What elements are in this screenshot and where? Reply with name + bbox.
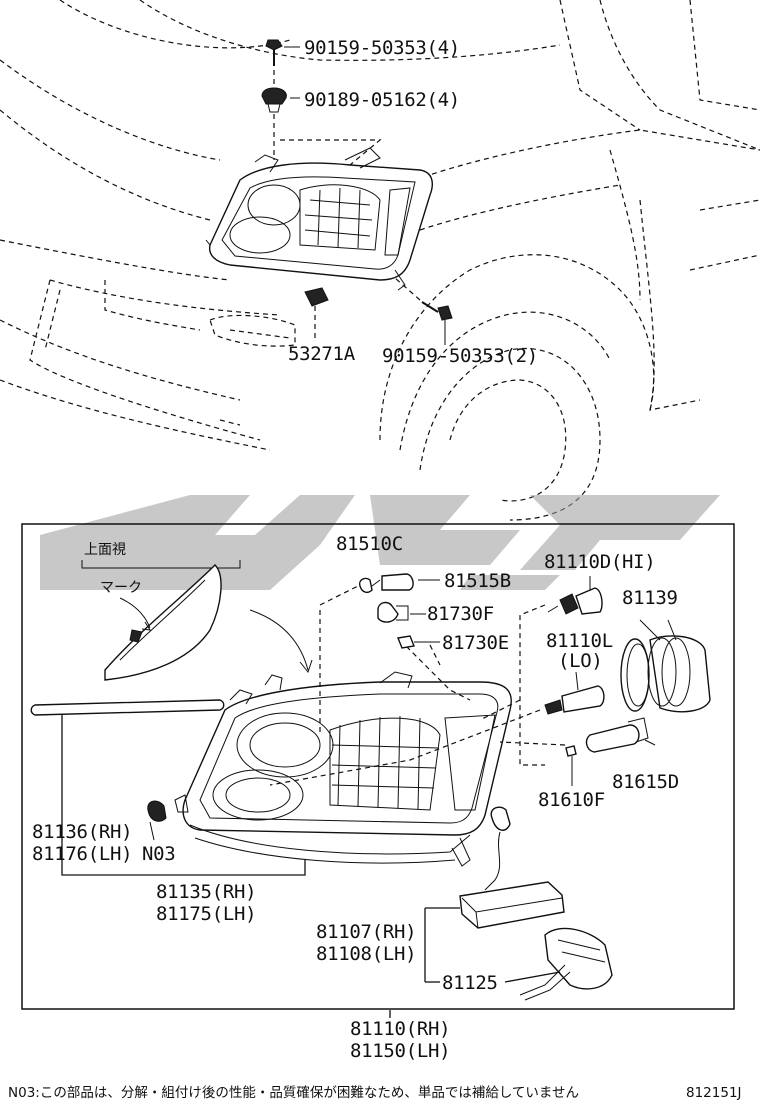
detail-frame (21, 523, 735, 1010)
top-view-lens (81, 560, 313, 681)
label-bulb-lo-tag: (LO) (558, 650, 603, 672)
label-trim-rh: 81136(RH) (32, 821, 132, 843)
label-harness: 81125 (442, 972, 498, 994)
label-bracket: 53271A (288, 343, 356, 365)
label-lens-rh: 81135(RH) (156, 881, 256, 903)
bulb-cluster (358, 573, 711, 786)
labels: 90159-50353(4) 90189-05162(4) 53271A 901… (8, 37, 742, 1101)
label-bulb-e: 81730E (442, 632, 509, 654)
label-lens-lh: 81175(LH) (156, 903, 256, 925)
label-bulb-d: 81615D (612, 771, 679, 793)
label-ring: 81139 (622, 587, 678, 609)
upper-fasteners (261, 39, 453, 345)
label-assy-rh: 81110(RH) (350, 1018, 450, 1040)
label-top-view: 上面視 (84, 542, 126, 558)
label-bulb-lo-num: 81110L (546, 630, 613, 652)
label-bulb-front: 81515B (444, 570, 511, 592)
label-n03: N03 (142, 843, 175, 865)
ballast-harness (424, 806, 613, 1001)
main-headlamp (174, 671, 512, 867)
label-socket-front: 81510C (336, 533, 403, 555)
upper-headlamp-assembly (205, 147, 433, 291)
socket-n03 (147, 800, 167, 841)
label-assy-lh: 81150(LH) (350, 1040, 450, 1062)
label-screw-side: 90159-50353(2) (382, 345, 538, 367)
label-ballast-lh: 81108(LH) (316, 943, 416, 965)
watermark-logo (40, 495, 720, 590)
footer-note: N03:この部品は、分解・組付け後の性能・品質確保が困難なため、単品では補給して… (8, 1085, 579, 1101)
label-mark: マーク (100, 580, 142, 596)
leader-lines (269, 584, 566, 786)
label-clip-top: 90189-05162(4) (304, 89, 460, 111)
label-bulb-f: 81730F (427, 603, 494, 625)
label-ballast-rh: 81107(RH) (316, 921, 416, 943)
label-screw-top: 90159-50353(4) (304, 37, 460, 59)
figure-code: 812151J (686, 1085, 742, 1101)
vehicle-body-outline (0, 0, 760, 521)
trim-molding (30, 699, 306, 876)
label-bulb-small: 81610F (538, 789, 605, 811)
label-bulb-hi: 81110D(HI) (544, 551, 655, 573)
label-trim-lh: 81176(LH) (32, 843, 132, 865)
